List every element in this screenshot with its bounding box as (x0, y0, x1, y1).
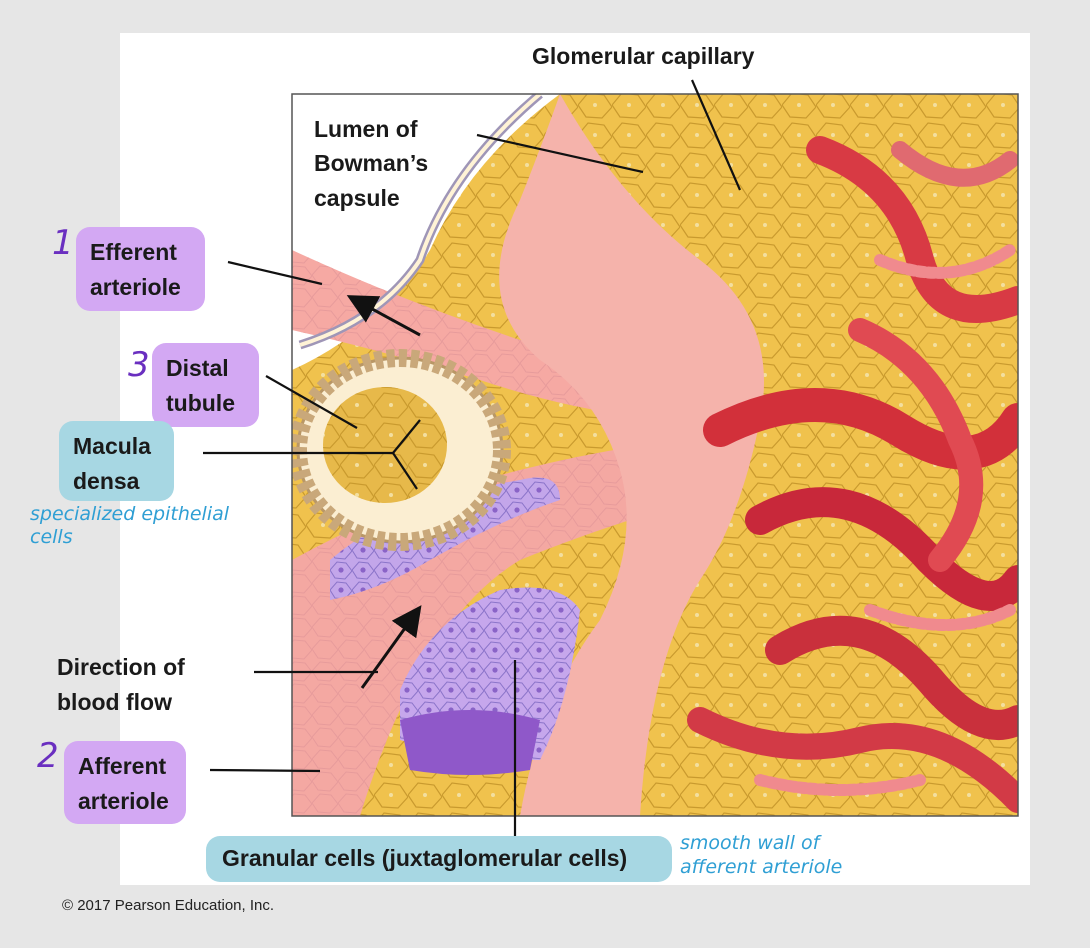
illustration-body (292, 94, 1018, 816)
leader-lines (203, 79, 742, 840)
pill-macula-densa: Macula densa (59, 421, 174, 501)
number-efferent: 1 (52, 223, 74, 263)
note-macula-line-1: specialized epithelial (30, 503, 230, 525)
number-distal: 3 (128, 345, 150, 385)
glomerular-capillary-loops (687, 136, 1018, 813)
pill-distal-tubule: Distal tubule (152, 343, 259, 427)
afferent-line-1: Afferent (78, 753, 167, 779)
illustration-frame (291, 93, 1019, 817)
note-macula-line-2: cells (30, 526, 73, 548)
distal-tubule (292, 349, 511, 551)
label-lumen-line-2: Bowman’s (314, 150, 429, 176)
efferent-line-1: Efferent (90, 239, 177, 265)
label-lumen-line-3: capsule (314, 185, 400, 211)
glomerulus-core (499, 94, 764, 816)
pill-efferent-arteriole: Efferent arteriole (76, 227, 205, 311)
distal-line-2: tubule (166, 390, 235, 416)
pill-granular-cells: Granular cells (juxtaglomerular cells) (206, 836, 672, 882)
distal-line-1: Distal (166, 355, 229, 381)
afferent-flow-arrow (360, 605, 422, 689)
efferent-flow-arrow (346, 295, 421, 337)
macula-line-1: Macula (73, 433, 151, 459)
label-lumen-line-1: Lumen of (314, 116, 418, 142)
afferent-line-2: arteriole (78, 788, 169, 814)
note-granular-line-1: smooth wall of (680, 832, 820, 854)
copyright-notice: © 2017 Pearson Education, Inc. (62, 897, 275, 914)
efferent-line-2: arteriole (90, 274, 181, 300)
label-glomerular-capillary: Glomerular capillary (532, 43, 755, 69)
label-direction-line-1: Direction of (57, 654, 185, 680)
macula-line-2: densa (73, 468, 140, 494)
number-afferent: 2 (37, 736, 59, 776)
note-granular-line-2: afferent arteriole (680, 856, 843, 878)
label-direction-line-2: blood flow (57, 689, 172, 715)
pill-afferent-arteriole: Afferent arteriole (64, 741, 186, 824)
